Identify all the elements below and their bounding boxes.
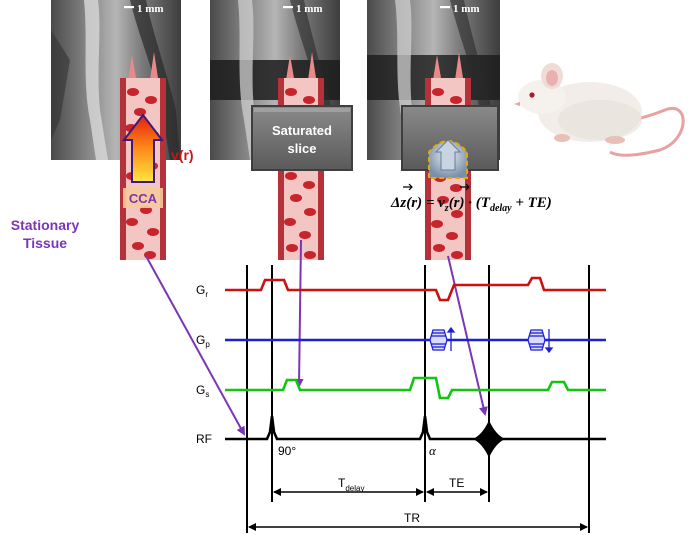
displaced-pointer-arrow	[447, 255, 488, 416]
scale-bar-3: 1 mm	[440, 3, 480, 15]
scale-bar-label-1: 1 mm	[137, 3, 164, 15]
channel-label-gs: Gs	[196, 383, 209, 399]
saturated-slice-label-line2: slice	[288, 141, 317, 156]
pulse-sequence: Gr Gp Gs RF 90° α Tdelay TE TR	[196, 265, 606, 533]
channel-label-rf: RF	[196, 432, 212, 446]
cca-label-box	[123, 188, 163, 208]
channel-label-gr: Gr	[196, 283, 208, 299]
gp-phase-encode-icon-1	[429, 326, 456, 351]
t-delay-label: Tdelay	[338, 476, 364, 493]
saturated-pointer-arrow	[294, 239, 304, 388]
channel-label-gp: Gp	[196, 333, 210, 349]
scale-bar-1: 1 mm	[124, 3, 164, 15]
mouse-icon	[514, 63, 685, 157]
saturated-slice-label-line1: Saturated	[272, 123, 332, 138]
svg-text:Δz(r) = vz(r) · (Tdelay + TE): Δz(r) = vz(r) · (Tdelay + TE)	[390, 195, 552, 214]
echo-signal-icon	[471, 420, 507, 458]
flow-arrow-icon	[121, 113, 165, 183]
flip-angle-90: 90°	[278, 444, 296, 458]
gp-phase-encode-icon-2	[527, 329, 554, 354]
scale-bar-label-2: 1 mm	[296, 3, 323, 15]
gs-waveform	[225, 376, 606, 400]
displaced-slice-box	[401, 105, 499, 179]
stationary-tissue-label-line1: Stationary	[11, 217, 80, 233]
flip-angle-alpha: α	[429, 443, 437, 458]
gr-waveform	[225, 276, 606, 302]
displacement-equation: Δz(r) = vz(r) · (Tdelay + TE)	[390, 183, 552, 214]
te-label: TE	[449, 476, 464, 490]
cca-label: CCA	[129, 191, 158, 206]
stationary-tissue-label-line2: Tissue	[23, 235, 67, 251]
scale-bar-2: 1 mm	[283, 3, 323, 15]
rf-waveform	[225, 415, 606, 441]
velocity-label: v(r)	[171, 147, 194, 163]
saturated-slice-box	[251, 105, 353, 171]
stationary-pointer-arrow	[145, 255, 245, 436]
scale-bar-label-3: 1 mm	[453, 3, 480, 15]
tr-label: TR	[404, 511, 420, 525]
